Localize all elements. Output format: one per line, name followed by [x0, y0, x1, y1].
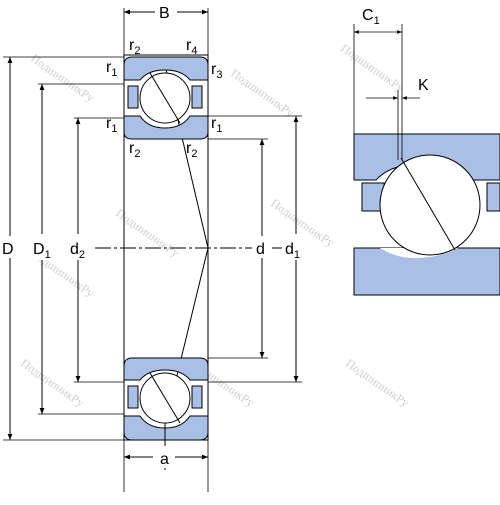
cage-top-right: [191, 85, 203, 109]
watermarks: ПодшипникРу ПодшипникРу ПодшипникРу Подш…: [18, 41, 412, 410]
outer-ring-top: [123, 56, 209, 81]
top-bearing-section: [123, 56, 209, 140]
label-d: d: [256, 241, 265, 258]
label-B: B: [159, 5, 170, 22]
label-a: a: [160, 451, 169, 468]
watermark: ПодшипникРу: [343, 356, 412, 410]
watermark: ПодшипникРу: [28, 51, 97, 105]
detail-ball: [379, 154, 481, 256]
label-r2-top-left: r2: [129, 37, 140, 57]
extension-lines: [3, 8, 302, 492]
label-d1: d1: [285, 241, 300, 261]
label-C1: C1: [362, 7, 380, 27]
cage-bottom-left: [127, 385, 139, 409]
watermark: ПодшипникРу: [228, 66, 297, 120]
cage-top-left: [127, 85, 139, 109]
radius-labels: r2 r4 r1 r3 r1 r1 r2 r2: [106, 37, 222, 160]
detail-dimensions: [353, 24, 420, 160]
ball-bottom-diagonal: [149, 372, 181, 424]
watermark: ПодшипникРу: [338, 41, 407, 95]
detail-labels: C1 K: [362, 7, 429, 94]
detail-cage-right: [486, 182, 500, 212]
detail-view: [353, 133, 500, 296]
dimension-labels: B a D D1 d2 d d1: [2, 5, 301, 468]
inner-ring-bottom: [123, 357, 209, 381]
cage-bottom-right: [191, 385, 203, 409]
outer-ring-bottom: [123, 415, 209, 441]
label-D: D: [2, 241, 14, 258]
inner-ring-top: [123, 115, 209, 140]
label-r1-outer-left: r1: [106, 59, 117, 79]
detail-ball-diagonal: [400, 157, 456, 251]
label-r4-top-right: r4: [186, 37, 197, 57]
label-r1-inner-left: r1: [106, 115, 117, 135]
label-r2-bottom-right: r2: [186, 140, 197, 160]
label-K: K: [418, 77, 429, 94]
label-D1: D1: [33, 241, 51, 261]
label-r2-bottom-left: r2: [129, 140, 140, 160]
bottom-bearing-section: [123, 357, 209, 441]
label-r3-outer-right: r3: [211, 61, 222, 81]
ball-top-diagonal: [149, 72, 181, 124]
label-d2: d2: [70, 241, 85, 261]
label-r1-inner-right: r1: [211, 115, 222, 135]
watermark: ПодшипникРу: [18, 356, 87, 410]
